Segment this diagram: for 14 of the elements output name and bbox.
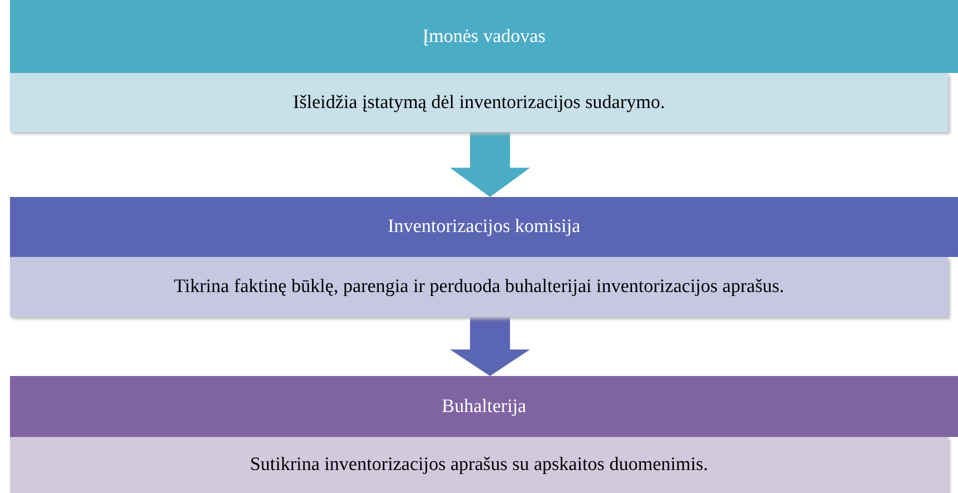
down-arrow [450, 317, 530, 376]
header-band [10, 0, 958, 73]
description-band [10, 73, 948, 132]
heading-text: Buhalterija [442, 396, 526, 418]
header-band [10, 376, 958, 437]
description-band [10, 437, 948, 493]
down-arrow [450, 132, 530, 197]
description-band [10, 257, 948, 317]
description-text: Tikrina faktinę būklę, parengia ir perduoda buhalterijai inventorizacijos aprašus. [174, 276, 784, 298]
header-band [10, 197, 958, 257]
heading-text: Inventorizacijos komisija [388, 216, 580, 238]
description-text: Sutikrina inventorizacijos aprašus su apskaitos duomenimis. [250, 454, 708, 476]
description-text: Išleidžia įstatymą dėl inventorizacijos sudarymo. [293, 92, 665, 114]
heading-text: Įmonės vadovas [422, 26, 546, 48]
